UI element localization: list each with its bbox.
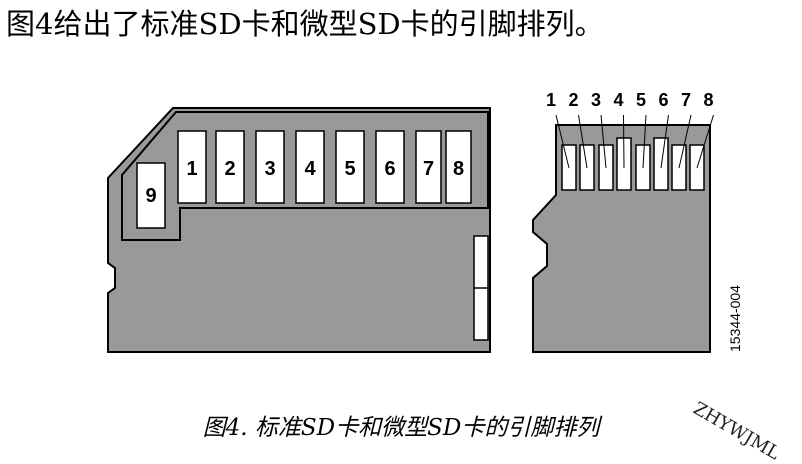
micro-sd-pin-label: 7 — [681, 90, 691, 110]
sd-pin-label: 7 — [423, 158, 434, 180]
sd-contact-area — [121, 111, 489, 241]
sd-pin-5 — [335, 130, 365, 204]
micro-sd-pin-6 — [653, 137, 669, 191]
sd-pin-label: 4 — [304, 158, 316, 180]
sd-pin-6 — [375, 130, 405, 204]
sd-pin-2 — [215, 130, 245, 204]
micro-sd-pin-leader — [660, 114, 669, 169]
sd-pin-7 — [415, 130, 442, 204]
micro-sd-pin-label: 6 — [658, 90, 668, 110]
micro-sd-pin-label: 5 — [636, 90, 646, 110]
sd-pin-9 — [136, 162, 166, 229]
sd-pin-label: 2 — [224, 158, 235, 180]
sd-pin-label: 5 — [344, 158, 355, 180]
micro-sd-pin-label: 4 — [613, 90, 623, 110]
sd-pin-label: 3 — [264, 158, 275, 180]
sd-pin-label: 6 — [384, 158, 395, 180]
micro-sd-pin-leader — [555, 114, 570, 169]
heading-text: 图4给出了标准SD卡和微型SD卡的引脚排列。 — [6, 7, 604, 41]
sd-pin-label: 1 — [186, 158, 197, 180]
figure-id: 15344-004 — [727, 285, 743, 352]
sd-pin-8 — [445, 130, 472, 204]
micro-sd-pin-leader — [623, 114, 625, 169]
sd-pin-1 — [177, 130, 207, 204]
micro-sd-pin-label: 2 — [568, 90, 578, 110]
sd-pin-4 — [295, 130, 325, 204]
micro-sd-pin-leader — [642, 114, 647, 169]
micro-sd-pin-label: 8 — [703, 90, 713, 110]
sd-pin-3 — [255, 130, 285, 204]
figure-caption: 图4. 标准SD卡和微型SD卡的引脚排列 — [202, 415, 600, 441]
micro-sd-pin-leader — [678, 114, 692, 169]
micro-sd-pin-leader — [600, 114, 607, 169]
sd-pin-label: 8 — [453, 158, 464, 180]
micro-sd-pin-leader — [696, 114, 714, 169]
micro-sd-pin-leader — [578, 114, 588, 169]
micro-sd-pin-label: 3 — [591, 90, 601, 110]
sd-pin-label: 9 — [145, 185, 156, 207]
micro-sd-pin-label: 1 — [546, 90, 556, 110]
